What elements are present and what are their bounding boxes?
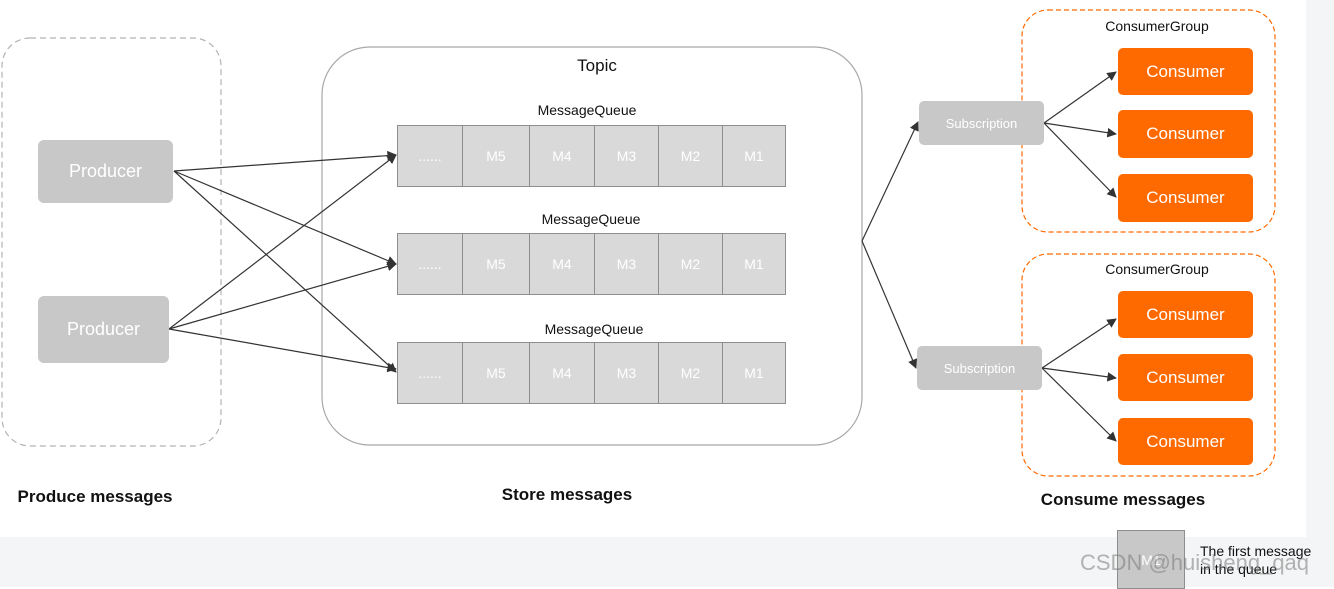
- consumer-arrows: [1041, 71, 1117, 442]
- queue-cell-m3: M3: [595, 234, 659, 294]
- queue-cell-m2: M2: [659, 343, 723, 403]
- consumer-group-label-1: ConsumerGroup: [1105, 18, 1209, 34]
- message-queue-label-3: MessageQueue: [544, 321, 644, 337]
- consumer-box-g1-1: Consumer: [1118, 48, 1253, 95]
- bottom-band: [0, 537, 1334, 587]
- queue-cell-m1: M1: [744, 256, 764, 272]
- subscription-box-2: Subscription: [917, 346, 1042, 390]
- queue-cell-m3: M3: [595, 343, 659, 403]
- queue-cell-m4: M4: [530, 234, 595, 294]
- message-queue-1: ...... M5 M4 M3 M2 M1: [397, 125, 786, 187]
- arrow-s2-c2: [1041, 367, 1117, 382]
- section-store-caption: Store messages: [501, 485, 633, 504]
- section-consume-caption: Consume messages: [1040, 490, 1206, 509]
- topic-container: [321, 46, 863, 446]
- queue-cell-m2: M2: [659, 126, 723, 186]
- arrow-s2-c1: [1041, 318, 1117, 369]
- topic-title: Topic: [577, 56, 617, 75]
- queue-cell-m5: M5: [463, 126, 530, 186]
- legend-text-line-1: The first message: [1200, 543, 1312, 559]
- watermark: CSDN @huisheng_qaq: [1080, 550, 1310, 575]
- consumer-box-g1-2: Consumer: [1118, 110, 1253, 158]
- message-queue-2: ...... M5 M4 M3 M2 M1: [397, 233, 786, 295]
- consumer-box-g2-2: Consumer: [1118, 354, 1253, 401]
- legend-text-line-2: in the queue: [1200, 561, 1278, 577]
- arrow-s1-c2: [1043, 122, 1117, 138]
- arrow-topic-sub2: [861, 240, 918, 369]
- producer-box-1: Producer: [38, 140, 173, 203]
- arrow-s2-c3: [1041, 367, 1117, 442]
- arrow-p1-q1: [173, 150, 397, 172]
- message-queue-label-2: MessageQueue: [541, 211, 641, 227]
- arrow-p1-q3: [173, 170, 397, 373]
- arrow-s1-c3: [1043, 122, 1117, 198]
- section-produce-caption: Produce messages: [17, 487, 173, 506]
- subscription-box-1: Subscription: [919, 101, 1044, 145]
- queue-cell-m3: M3: [595, 126, 659, 186]
- queue-cell-m2: M2: [659, 234, 723, 294]
- legend-m1-box: M1: [1117, 530, 1185, 589]
- message-queue-3: ...... M5 M4 M3 M2 M1: [397, 342, 786, 404]
- right-strip: [1306, 0, 1334, 537]
- message-queue-label-1: MessageQueue: [537, 102, 637, 118]
- queue-cell-more: ......: [398, 234, 463, 294]
- queue-cell-m4: M4: [530, 126, 595, 186]
- queue-cell-m5: M5: [463, 343, 530, 403]
- arrow-p2-q2: [168, 261, 397, 330]
- queue-cell-more: ......: [398, 343, 463, 403]
- producer-arrows: [168, 150, 397, 373]
- consumer-box-g2-1: Consumer: [1118, 291, 1253, 338]
- arrow-s1-c1: [1043, 71, 1117, 124]
- arrow-p2-q1: [168, 154, 397, 330]
- produce-zone: [1, 37, 222, 447]
- queue-cell-m1: M1: [744, 365, 764, 381]
- arrow-topic-sub1: [861, 121, 919, 242]
- queue-cell-m4: M4: [530, 343, 595, 403]
- queue-cell-more: ......: [398, 126, 463, 186]
- consumer-group-label-2: ConsumerGroup: [1105, 261, 1209, 277]
- consumer-box-g2-3: Consumer: [1118, 418, 1253, 465]
- queue-cell-m1: M1: [744, 148, 764, 164]
- arrow-p1-q2: [173, 170, 397, 266]
- arrow-p2-q3: [168, 328, 397, 373]
- legend-text: The first message in the queue: [1200, 542, 1311, 578]
- queue-cell-m5: M5: [463, 234, 530, 294]
- consumer-box-g1-3: Consumer: [1118, 174, 1253, 222]
- producer-box-2: Producer: [38, 296, 169, 363]
- subscription-arrows: [861, 121, 919, 369]
